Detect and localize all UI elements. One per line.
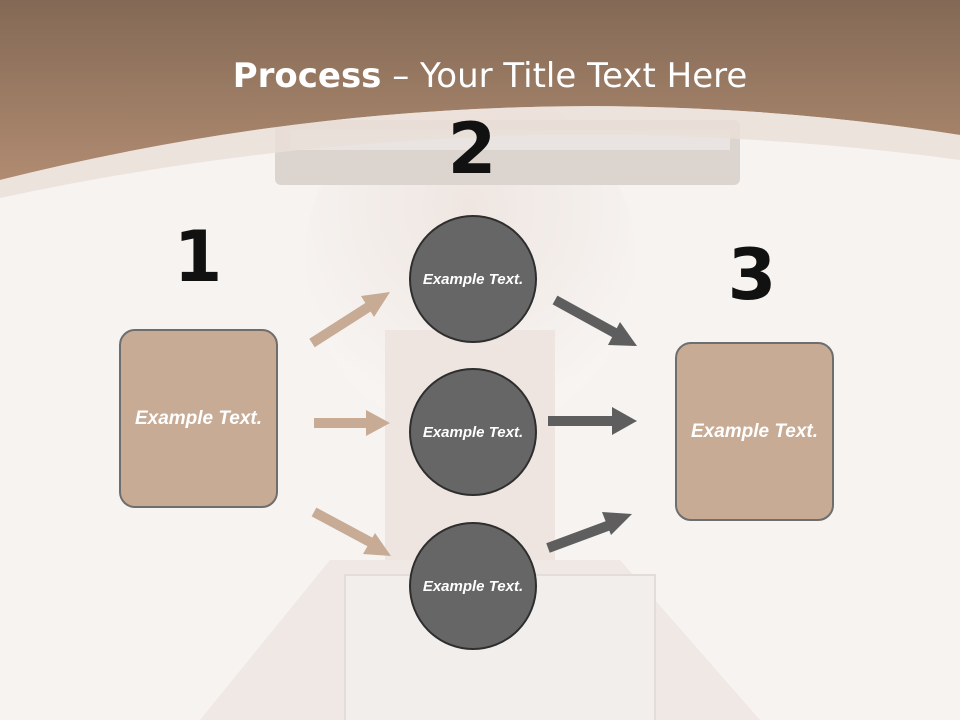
step-1-box: Example Text. — [119, 329, 278, 508]
arrow-to-circle-1 — [309, 292, 390, 348]
arrow-from-circle-1 — [552, 295, 637, 346]
arrows-in — [309, 292, 391, 556]
arrows-out — [546, 295, 637, 553]
step-3-box: Example Text. — [675, 342, 834, 521]
arrow-from-circle-3 — [546, 512, 632, 553]
circle-3-text: Example Text. — [422, 577, 524, 595]
header-wave — [0, 0, 960, 180]
step-2-circle-2: Example Text. — [409, 368, 537, 496]
step-3-text: Example Text. — [690, 421, 819, 442]
title-rest: – Your Title Text Here — [381, 56, 748, 96]
circle-1-text: Example Text. — [422, 270, 524, 288]
slide-title: Process – Your Title Text Here — [0, 54, 960, 98]
arrow-from-circle-2 — [548, 407, 637, 435]
arrow-to-circle-3 — [311, 507, 391, 556]
title-bold: Process — [232, 56, 382, 96]
step-2-circle-3: Example Text. — [409, 522, 537, 650]
figure-object-shape — [344, 574, 656, 720]
step-number-2: 2 — [447, 108, 497, 190]
step-1-text: Example Text. — [134, 408, 263, 429]
header-wave-highlight — [0, 106, 960, 198]
step-number-3: 3 — [727, 234, 777, 316]
arrow-to-circle-2 — [314, 410, 390, 436]
circle-2-text: Example Text. — [422, 423, 524, 441]
step-number-1: 1 — [173, 216, 223, 298]
step-2-circle-1: Example Text. — [409, 215, 537, 343]
